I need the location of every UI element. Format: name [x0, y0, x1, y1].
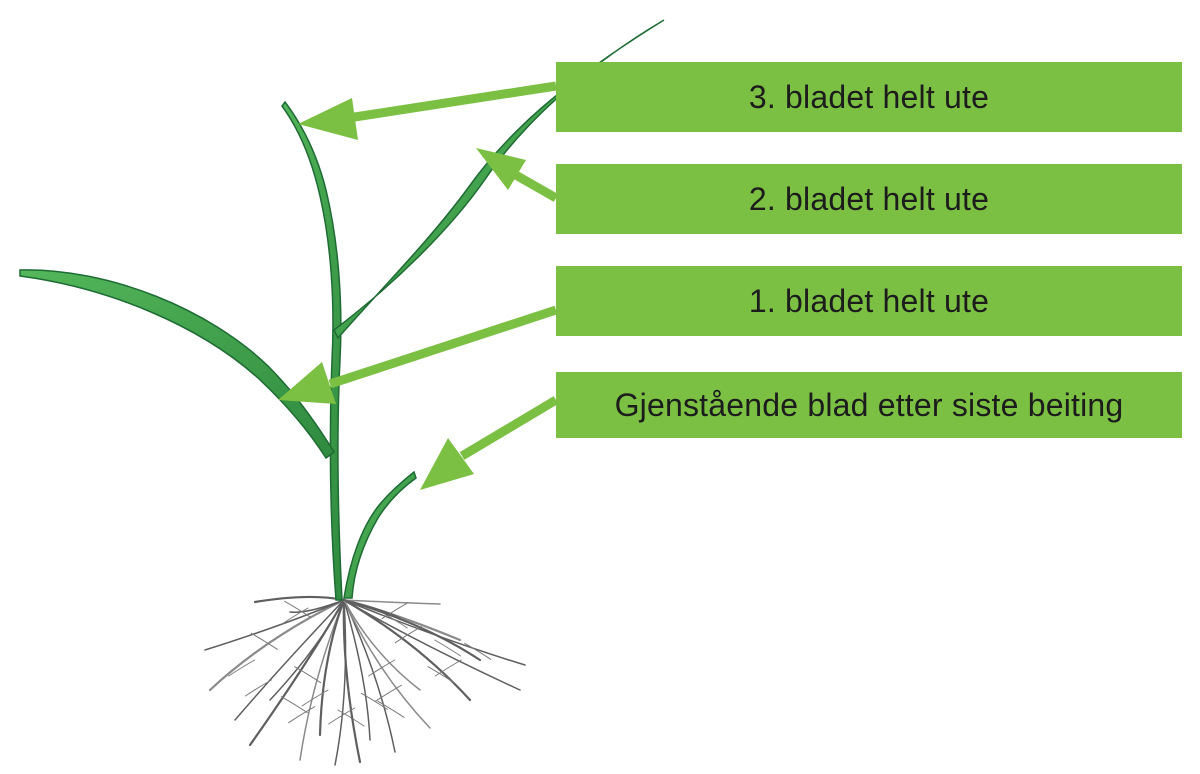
- root-strand: [343, 599, 526, 666]
- root-strand: [253, 595, 346, 604]
- label-box-leaf-2-bg: [556, 164, 1182, 234]
- root-strand: [318, 598, 346, 737]
- root-strand: [342, 598, 482, 662]
- root-branch: [244, 679, 272, 697]
- root-strand: [343, 599, 371, 741]
- stem: [281, 100, 343, 601]
- root-branch: [427, 666, 455, 684]
- leaf-remaining: [343, 470, 417, 599]
- leaf-left: [19, 269, 335, 460]
- root-strand: [289, 599, 345, 613]
- label-box-leaf-1-bg: [556, 266, 1182, 336]
- label-leaf-3-text: 3. bladet helt ute: [748, 78, 990, 115]
- root-branch: [284, 600, 312, 618]
- arrow-leaf-2-head: [476, 148, 526, 190]
- root-branch: [288, 706, 316, 724]
- root-branch: [280, 696, 308, 714]
- arrow-leaf-3-head: [298, 98, 358, 140]
- label-box-leaf-3-bg: [556, 62, 1182, 132]
- root-branch: [374, 684, 402, 702]
- label-remaining: Gjenstående blad etter siste beiting: [556, 372, 1182, 438]
- arrow-leaf-3-shaft: [347, 81, 557, 123]
- root-branch: [228, 659, 256, 677]
- root-branch: [294, 666, 322, 684]
- root-strand: [343, 599, 421, 691]
- leaf-upper-right: [333, 19, 665, 340]
- label-remaining-text: Gjenstående blad etter siste beiting: [614, 386, 1124, 423]
- label-leaf-3: 3. bladet helt ute: [556, 62, 1182, 132]
- label-box-remaining-bg: [556, 372, 1182, 438]
- root-branch: [377, 700, 405, 718]
- root-branch: [464, 642, 492, 660]
- root-branch: [381, 602, 409, 620]
- root-branch: [368, 659, 396, 677]
- root-branch: [301, 689, 329, 707]
- root-strand: [343, 599, 521, 691]
- label-leaf-2-text: 2. bladet helt ute: [748, 180, 990, 217]
- root-branch: [434, 639, 462, 657]
- arrow-remaining-head: [420, 438, 474, 490]
- root-strand: [343, 599, 441, 605]
- root-strand: [204, 599, 345, 651]
- arrow-leaf-1-shaft: [328, 305, 558, 389]
- root-branch: [360, 692, 388, 710]
- arrow-leaf-2-shaft: [511, 170, 559, 202]
- root-branch: [250, 632, 278, 650]
- root-lines: [204, 595, 526, 766]
- root-strand: [208, 598, 346, 692]
- roots: [204, 595, 526, 766]
- arrows: [278, 81, 559, 490]
- root-branch: [281, 607, 309, 625]
- root-branch: [434, 659, 462, 677]
- arrow-leaf-1-head: [278, 362, 336, 404]
- label-leaf-1-text: 1. bladet helt ute: [748, 282, 990, 319]
- root-strand: [342, 598, 362, 764]
- root-strand: [234, 599, 345, 721]
- label-leaf-1: 1. bladet helt ute: [556, 266, 1182, 336]
- arrow-remaining-shaft: [459, 396, 559, 460]
- root-branch: [328, 707, 356, 725]
- root-strand: [269, 599, 345, 701]
- label-leaf-2: 2. bladet helt ute: [556, 164, 1182, 234]
- root-strand: [334, 599, 347, 766]
- label-box-backgrounds: [556, 62, 1182, 438]
